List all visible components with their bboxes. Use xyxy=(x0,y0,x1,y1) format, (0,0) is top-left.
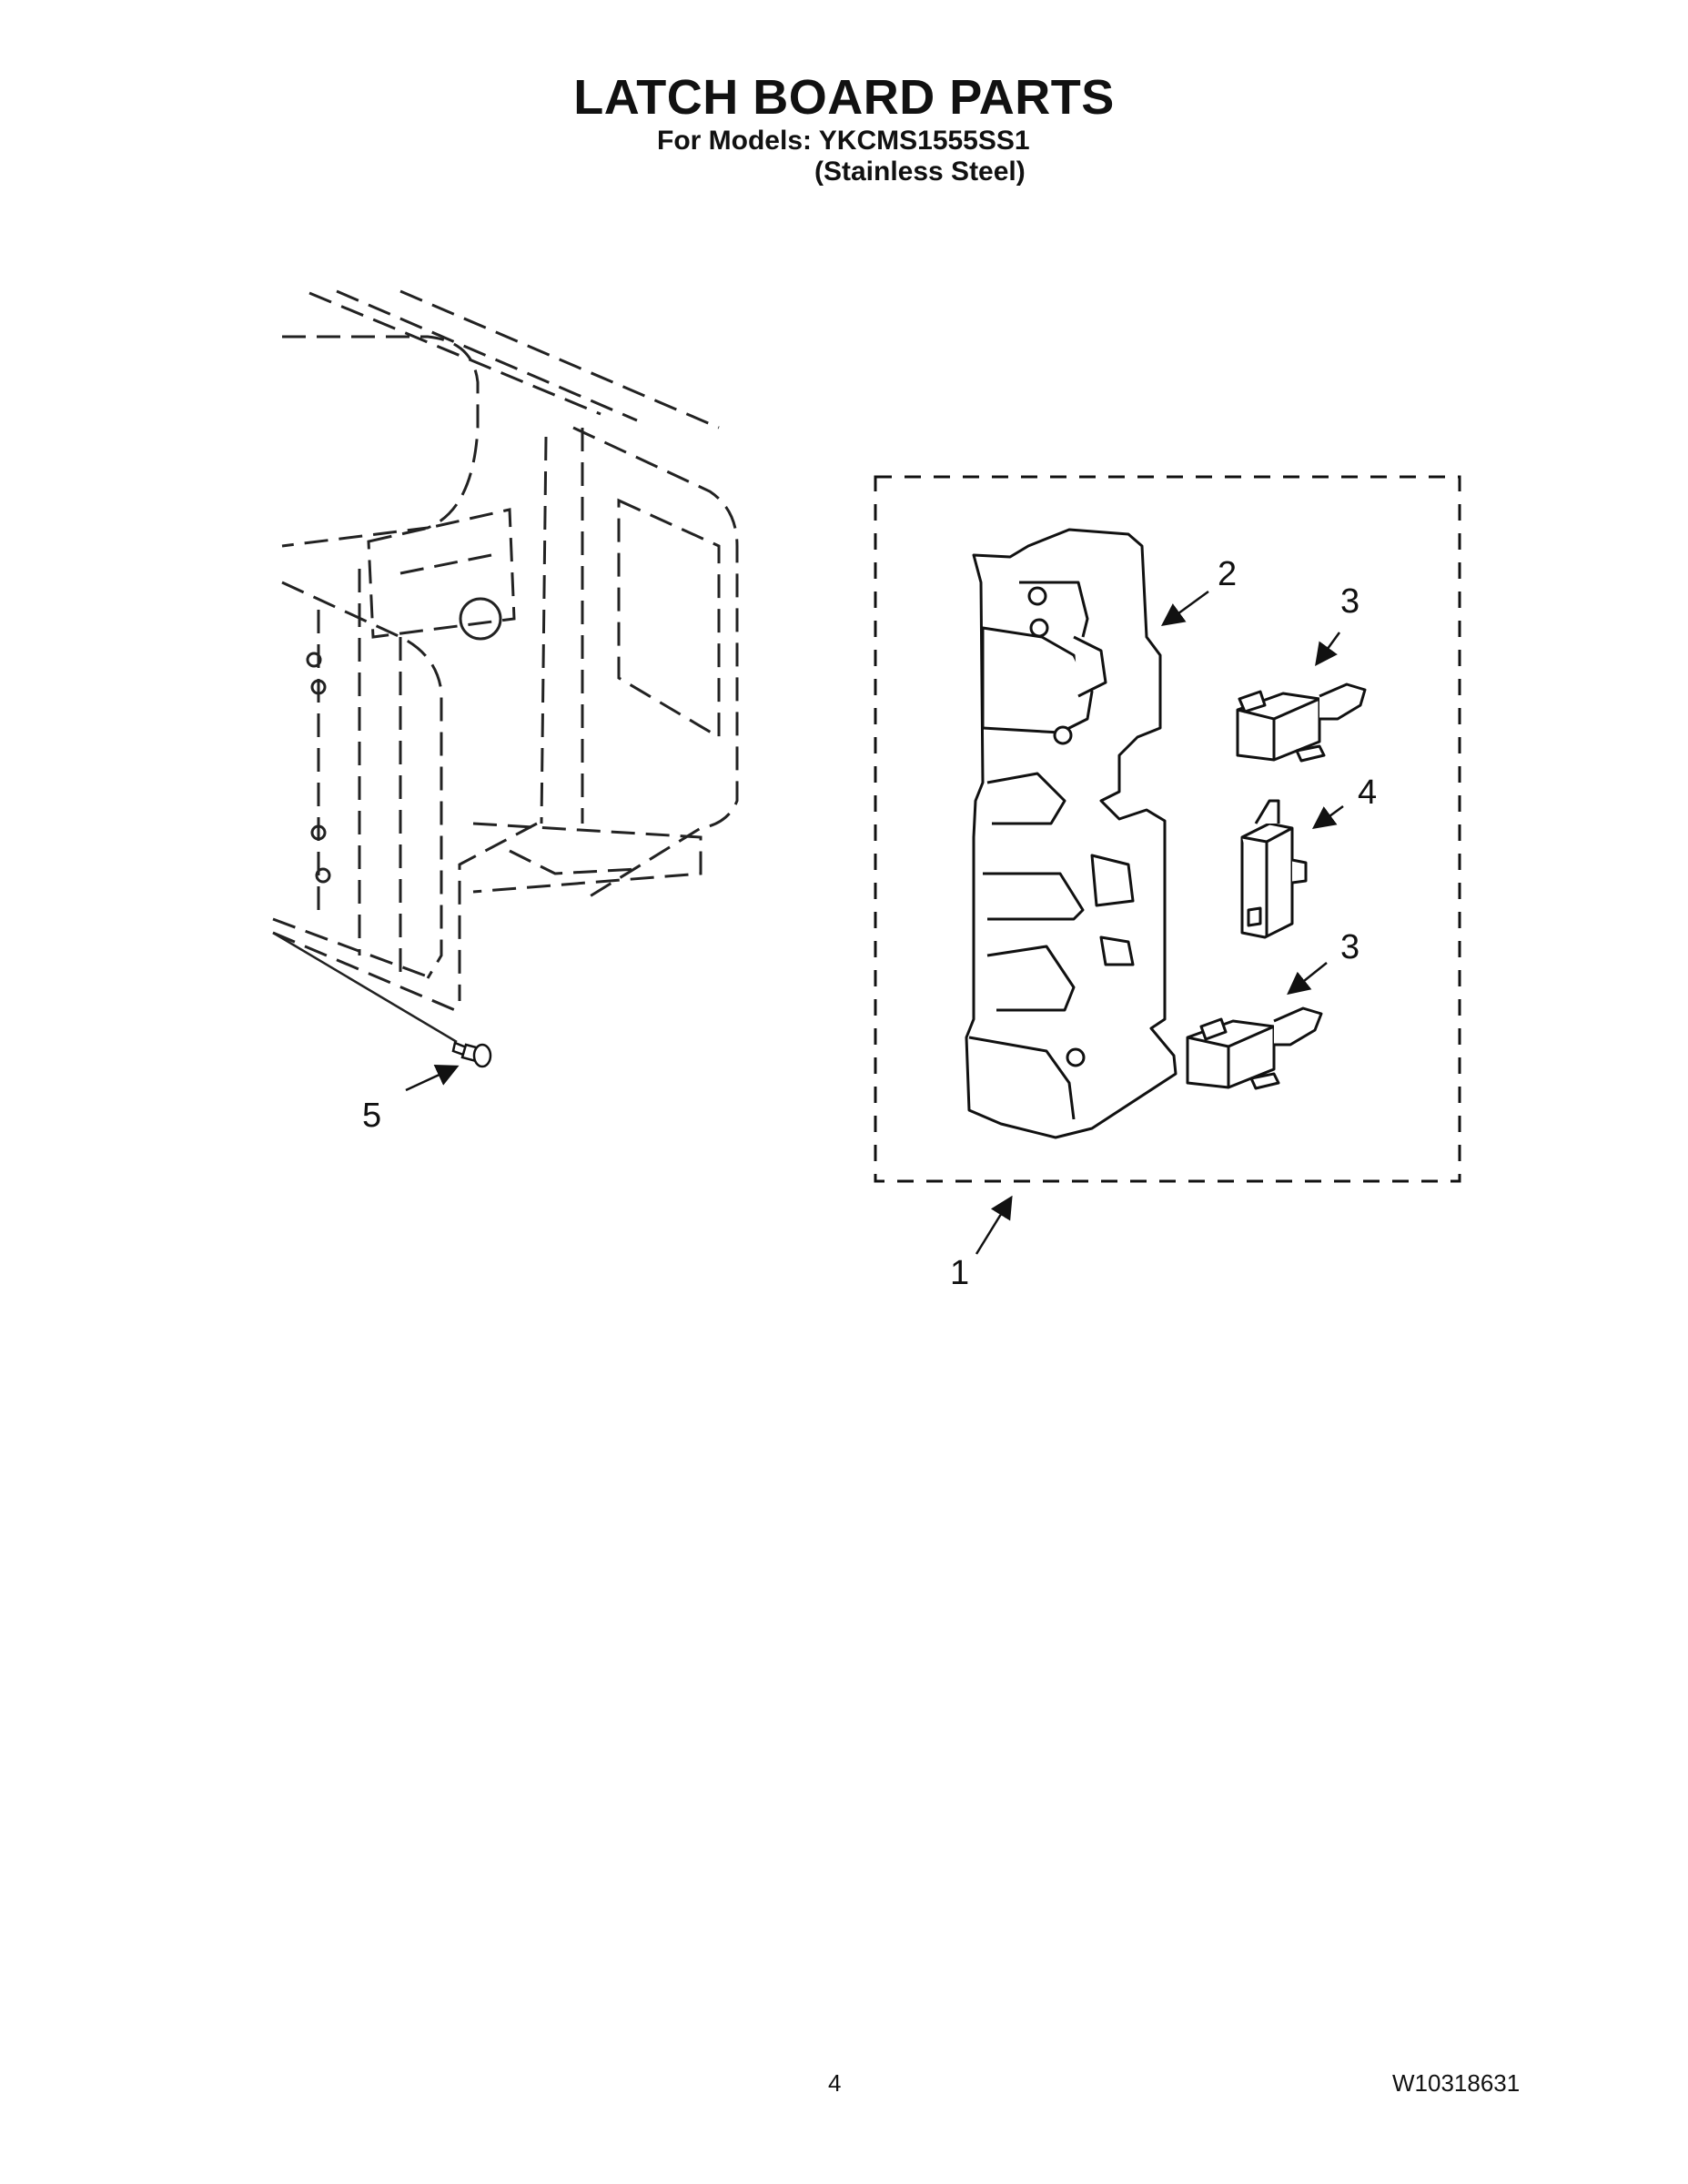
page-number: 4 xyxy=(828,2069,842,2097)
arrow-part-4 xyxy=(1311,804,1344,829)
callout-part-3-bottom: 3 xyxy=(1340,928,1360,966)
latch-board-part-2 xyxy=(965,528,1178,1139)
microwave-cavity-outline xyxy=(272,289,739,1012)
arrow-part-3-bottom xyxy=(1287,962,1328,996)
callout-part-4: 4 xyxy=(1358,774,1378,812)
callout-arrows xyxy=(405,590,1344,1255)
microswitch-part-3-top xyxy=(1236,682,1367,763)
page-title: LATCH BOARD PARTS xyxy=(573,70,1115,125)
callout-part-2: 2 xyxy=(1218,555,1238,593)
models-line: For Models: YKCMS1555SS1 xyxy=(657,126,1030,156)
callout-part-1: 1 xyxy=(950,1254,970,1292)
screw-leader-line xyxy=(272,931,458,1044)
arrow-part-5 xyxy=(405,1065,460,1092)
callout-part-3-top: 3 xyxy=(1340,582,1360,621)
document-number: W10318631 xyxy=(1392,2069,1521,2097)
microswitch-part-4 xyxy=(1240,799,1308,939)
arrow-part-1 xyxy=(975,1195,1013,1255)
screw-part-5 xyxy=(451,1041,492,1068)
callout-part-5: 5 xyxy=(362,1097,382,1135)
kit-boundary-box xyxy=(874,475,1461,1183)
arrow-part-3-top xyxy=(1315,632,1341,667)
microswitch-part-3-bottom xyxy=(1186,1006,1323,1090)
arrow-part-2 xyxy=(1160,590,1209,626)
cavity-holes xyxy=(306,597,502,884)
finish-line: (Stainless Steel) xyxy=(814,157,1026,187)
